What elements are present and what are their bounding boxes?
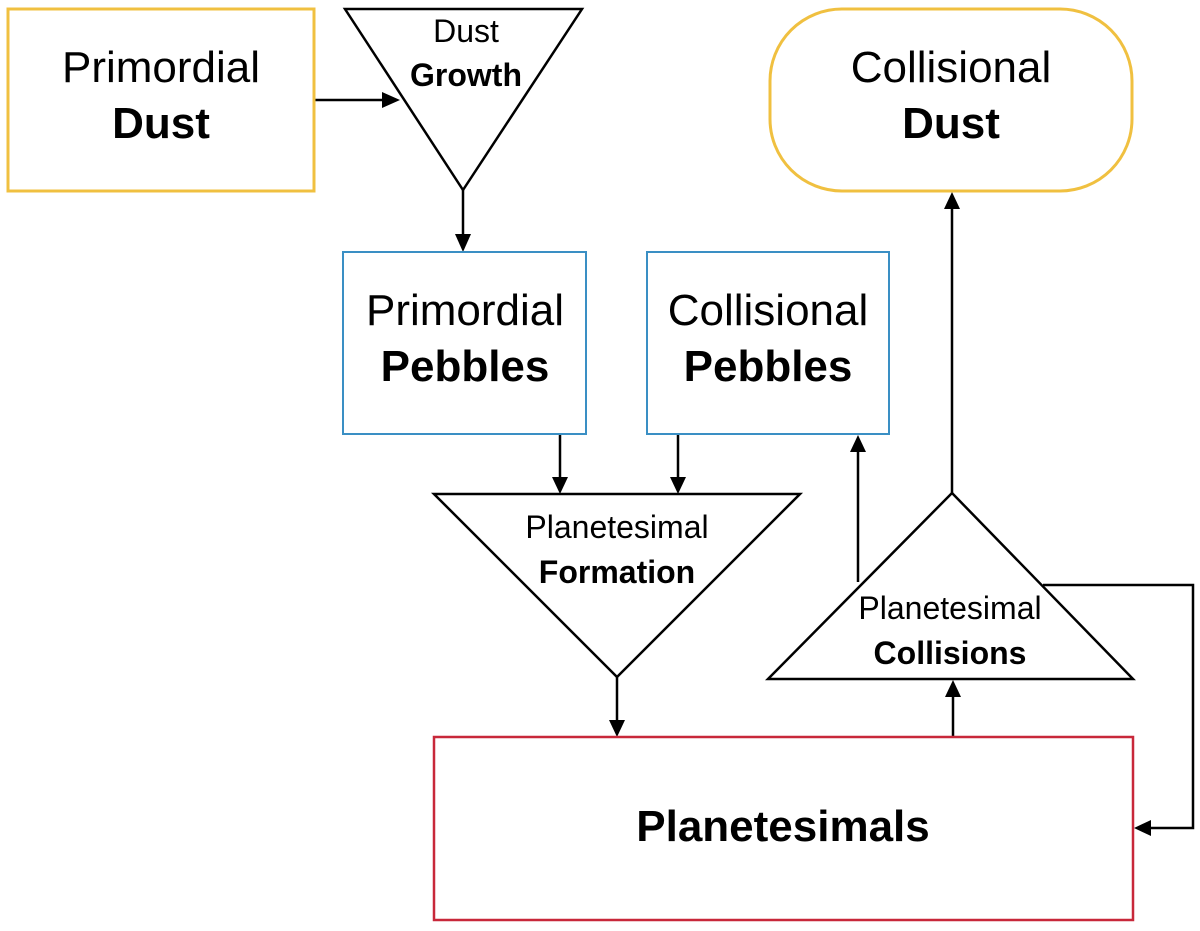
planetesimal-formation-line2: Formation xyxy=(539,554,695,590)
arrowhead-primordial-pebbles-to-formation xyxy=(552,477,568,494)
dust-growth-line1: Dust xyxy=(433,13,499,49)
node-planetesimals: Planetesimals xyxy=(432,735,1135,922)
node-primordial-pebbles: Primordial Pebbles xyxy=(342,251,587,435)
arrowhead-collisions-loop-to-planetesimals xyxy=(1134,820,1151,836)
arrowhead-collisions-to-collisional-dust xyxy=(944,192,960,209)
planetesimal-formation-line1: Planetesimal xyxy=(525,509,708,545)
collisional-pebbles-line1: Collisional xyxy=(668,286,869,335)
arrowhead-primordial-dust-to-dust-growth xyxy=(382,92,400,108)
primordial-pebbles-line2: Pebbles xyxy=(381,342,550,391)
collisional-dust-line2: Dust xyxy=(902,99,1000,148)
edges xyxy=(314,92,1195,836)
node-collisional-dust: Collisional Dust xyxy=(768,7,1134,193)
primordial-dust-line1: Primordial xyxy=(62,43,260,92)
planetesimal-collisions-line1: Planetesimal xyxy=(858,590,1041,626)
node-collisional-pebbles: Collisional Pebbles xyxy=(646,251,890,435)
primordial-pebbles-line1: Primordial xyxy=(366,286,564,335)
arrowhead-collisional-pebbles-to-formation xyxy=(670,477,686,494)
arrowhead-formation-to-planetesimals xyxy=(609,720,625,737)
arrowhead-planetesimals-to-collisions xyxy=(945,680,961,697)
arrowhead-collisions-to-collisional-pebbles xyxy=(850,435,866,452)
arrowhead-dust-growth-to-primordial-pebbles xyxy=(455,234,471,252)
node-primordial-dust: Primordial Dust xyxy=(6,7,316,193)
primordial-dust-line2: Dust xyxy=(112,99,210,148)
node-planetesimal-collisions: Planetesimal Collisions xyxy=(765,491,1136,681)
edge-collisions-loop-to-planetesimals xyxy=(1043,583,1195,830)
collisional-dust-line1: Collisional xyxy=(851,43,1052,92)
planetesimals-label: Planetesimals xyxy=(636,802,930,851)
collisional-pebbles-line2: Pebbles xyxy=(684,342,853,391)
node-planetesimal-formation: Planetesimal Formation xyxy=(430,492,804,679)
node-dust-growth: Dust Growth xyxy=(342,7,585,193)
dust-growth-line2: Growth xyxy=(410,57,522,93)
planetesimal-collisions-line2: Collisions xyxy=(874,635,1027,671)
